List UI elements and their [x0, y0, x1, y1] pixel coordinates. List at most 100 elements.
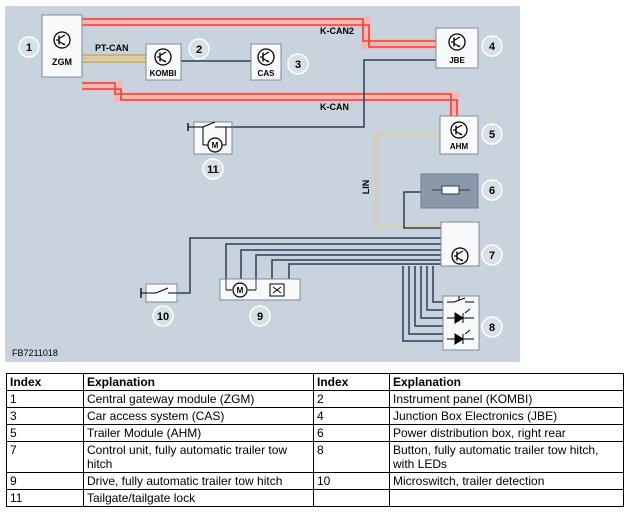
index-badge-9: 9	[249, 305, 271, 327]
legend-explanation: Trailer Module (AHM)	[83, 424, 314, 442]
fuse-control-wire	[403, 191, 441, 229]
legend-index: 5	[6, 424, 84, 442]
k-can2-label: K-CAN2	[320, 26, 354, 36]
legend-row: 9 Drive, fully automatic trailer tow hit…	[6, 472, 624, 490]
legend-header-explanation: Explanation	[83, 373, 314, 391]
index-badge-4: 4	[481, 35, 503, 57]
kombi-module[interactable]: KOMBI	[145, 43, 182, 81]
svg-text:M: M	[212, 141, 219, 150]
index-badge-10: 10	[152, 305, 174, 327]
legend-explanation: Central gateway module (ZGM)	[83, 390, 314, 408]
index-badge-7: 7	[481, 244, 503, 266]
legend-index: 8	[313, 441, 390, 473]
k-can2-bus	[82, 17, 436, 49]
legend-index: 9	[6, 472, 84, 490]
legend-explanation: Drive, fully automatic trailer tow hitch	[83, 472, 314, 490]
ahm-label: AHM	[450, 142, 469, 151]
svg-text:9: 9	[257, 311, 263, 323]
kombi-label: KOMBI	[150, 69, 177, 78]
svg-text:2: 2	[196, 44, 202, 56]
legend-index: 3	[6, 407, 84, 425]
hitch-drive[interactable]: M	[219, 278, 301, 301]
zgm-module[interactable]: ZGM	[41, 14, 83, 78]
svg-text:7: 7	[489, 250, 495, 262]
pt-can-label: PT-CAN	[95, 43, 129, 53]
legend-index	[313, 489, 390, 507]
jbe-module[interactable]: JBE	[435, 27, 479, 69]
switch-icon	[447, 296, 474, 303]
legend-row: 1 Central gateway module (ZGM) 2 Instrum…	[6, 390, 624, 408]
hitch-button-with-leds[interactable]	[442, 295, 480, 351]
transistor-icon	[451, 247, 469, 265]
trailer-detection-microswitch[interactable]	[140, 283, 178, 303]
legend-explanation	[389, 489, 624, 507]
transistor-icon	[448, 33, 466, 51]
legend-index: 4	[313, 407, 390, 425]
legend-index: 7	[6, 441, 84, 473]
svg-text:5: 5	[489, 129, 495, 141]
legend-row: 7 Control unit, fully automatic trailer …	[6, 441, 624, 473]
jbe-label: JBE	[449, 56, 465, 65]
index-badge-8: 8	[481, 316, 503, 338]
index-badge-2: 2	[188, 38, 210, 60]
legend-explanation: Button, fully automatic trailer tow hitc…	[389, 441, 624, 473]
k-can-label: K-CAN	[320, 102, 349, 112]
legend-index: 10	[313, 472, 390, 490]
motor-icon	[207, 137, 223, 153]
svg-text:10: 10	[157, 311, 169, 323]
transistor-icon	[53, 31, 71, 49]
ahm-module[interactable]: AHM	[439, 115, 479, 155]
k-can-bus	[82, 81, 459, 117]
legend-index: 6	[313, 424, 390, 442]
cas-module[interactable]: CAS	[250, 43, 282, 81]
index-badge-6: 6	[481, 179, 503, 201]
svg-text:3: 3	[295, 59, 301, 71]
legend-explanation: Tailgate/tailgate lock	[83, 489, 314, 507]
legend-index: 11	[6, 489, 84, 507]
svg-text:1: 1	[26, 42, 32, 54]
svg-text:4: 4	[489, 41, 496, 53]
legend-explanation: Junction Box Electronics (JBE)	[389, 407, 624, 425]
motor-icon	[232, 282, 248, 298]
transistor-icon	[154, 48, 172, 66]
control-unit-wires	[177, 237, 443, 342]
transistor-icon	[257, 48, 275, 66]
index-badge-5: 5	[481, 123, 503, 145]
legend-row: 3 Car access system (CAS) 4 Junction Box…	[6, 407, 624, 425]
figure-code: FB7211018	[12, 348, 58, 358]
svg-text:6: 6	[489, 185, 495, 197]
lin-label: LIN	[361, 180, 371, 195]
legend-header-row: Index Explanation Index Explanation	[6, 373, 624, 391]
svg-text:M: M	[237, 286, 244, 295]
jbe-tailgate-wire	[232, 59, 436, 128]
wiring-diagram: ZGM KOMBI CAS JBE AHM	[5, 6, 520, 362]
legend-header-index: Index	[313, 373, 390, 391]
legend-header-explanation: Explanation	[389, 373, 624, 391]
legend-explanation: Car access system (CAS)	[83, 407, 314, 425]
legend-header-index: Index	[6, 373, 84, 391]
svg-text:11: 11	[207, 164, 219, 176]
tailgate-lock[interactable]: M	[187, 121, 233, 155]
zgm-label: ZGM	[52, 57, 72, 67]
index-badge-11: 11	[202, 158, 224, 180]
index-badge-3: 3	[287, 53, 309, 75]
diode-icon	[447, 329, 474, 345]
lin-bus	[375, 133, 441, 227]
power-distribution-box[interactable]	[420, 173, 479, 209]
pt-can-bus	[82, 54, 146, 63]
transistor-icon	[450, 121, 468, 139]
legend-explanation: Power distribution box, right rear	[389, 424, 624, 442]
svg-text:8: 8	[489, 322, 495, 334]
legend-explanation: Microswitch, trailer detection	[389, 472, 624, 490]
legend-explanation: Control unit, fully automatic trailer to…	[83, 441, 314, 473]
trailer-hitch-control-unit[interactable]	[440, 221, 480, 267]
diode-icon	[447, 308, 474, 324]
cas-label: CAS	[258, 69, 276, 78]
legend-index: 2	[313, 390, 390, 408]
legend-row: 5 Trailer Module (AHM) 6 Power distribut…	[6, 424, 624, 442]
legend-table: Index Explanation Index Explanation 1 Ce…	[6, 373, 624, 507]
legend-explanation: Instrument panel (KOMBI)	[389, 390, 624, 408]
legend-row: 11 Tailgate/tailgate lock	[6, 489, 624, 507]
index-badge-1: 1	[18, 36, 40, 58]
fuse-icon	[441, 185, 460, 195]
